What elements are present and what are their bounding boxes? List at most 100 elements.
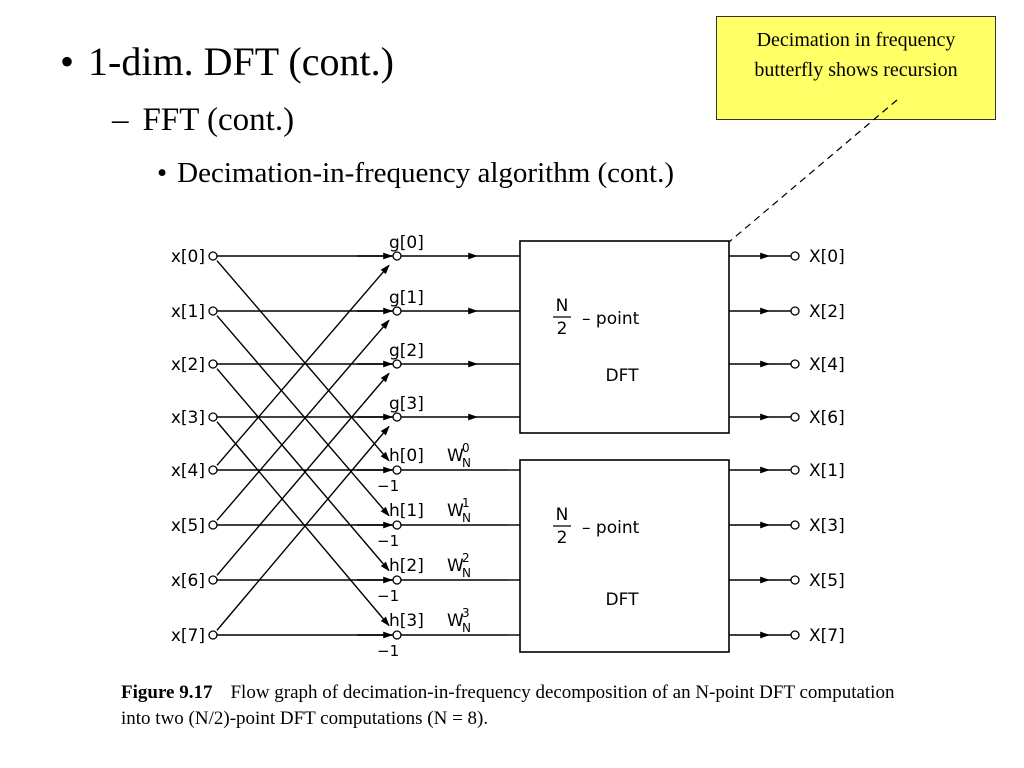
butterfly-node xyxy=(392,520,402,530)
twiddle-base: W xyxy=(447,501,464,521)
twiddle-base: W xyxy=(447,446,464,466)
minus-one-label: −1 xyxy=(377,587,399,605)
g-label: g[3] xyxy=(389,394,424,414)
block-bottom-point: – point xyxy=(582,518,640,538)
output-label-bottom: X[5] xyxy=(809,571,845,591)
callout-line-2: butterfly shows recursion xyxy=(754,59,958,81)
output-node xyxy=(790,520,800,530)
butterfly-cross-line xyxy=(216,264,390,466)
input-node xyxy=(208,630,218,640)
block-top-point: – point xyxy=(582,309,640,329)
input-label: x[7] xyxy=(171,626,205,646)
twiddle-base: W xyxy=(447,611,464,631)
butterfly-cross-line xyxy=(216,421,390,627)
dft-block-bottom-label: N 2 – point DFT xyxy=(553,505,640,610)
butterfly-node xyxy=(392,251,402,261)
input-label: x[1] xyxy=(171,302,205,322)
twiddle-sup: 2 xyxy=(462,551,470,565)
output-label-top: X[0] xyxy=(809,247,845,267)
input-label: x[5] xyxy=(171,516,205,536)
butterfly-node xyxy=(392,575,402,585)
twiddle-sup: 3 xyxy=(462,606,470,620)
twiddle-sub: N xyxy=(462,566,471,580)
flow-labels: x[0] x[1] x[2] x[3] x[4] x[5] x[6] x[7] g[0] h[0]… xyxy=(171,233,845,660)
h-label: h[0] xyxy=(389,446,424,466)
flow-nodes xyxy=(208,251,800,640)
bullet-level1: •1-dim. DFT (cont.) xyxy=(60,38,394,85)
bullet-level3: • Decimation-in-frequency algorithm (cont… xyxy=(157,157,674,190)
block-bottom-numerator: N xyxy=(556,505,569,525)
block-top-denominator: 2 xyxy=(557,319,568,339)
input-label: x[3] xyxy=(171,408,205,428)
output-node xyxy=(790,630,800,640)
minus-one-label: −1 xyxy=(377,477,399,495)
input-node xyxy=(208,359,218,369)
bullet-level2-text: FFT (cont.) xyxy=(142,102,295,138)
butterfly-cross-line xyxy=(216,425,390,631)
output-label-top: X[6] xyxy=(809,408,845,428)
h-label: h[3] xyxy=(389,611,424,631)
dft-block-top xyxy=(519,240,730,434)
h-label: h[2] xyxy=(389,556,424,576)
twiddle-sub: N xyxy=(462,511,471,525)
output-node xyxy=(790,575,800,585)
butterfly-node xyxy=(392,630,402,640)
twiddle-sup: 1 xyxy=(462,496,470,510)
block-bottom-dft: DFT xyxy=(606,590,640,610)
butterfly-cross-line xyxy=(216,315,390,517)
bullet-level3-text: Decimation-in-frequency algorithm (cont.… xyxy=(177,157,674,189)
callout-box: Decimation in frequency butterfly shows … xyxy=(716,16,996,120)
output-label-bottom: X[1] xyxy=(809,461,845,481)
bullet-level1-text: 1-dim. DFT (cont.) xyxy=(88,39,394,84)
block-bottom-denominator: 2 xyxy=(557,528,568,548)
block-top-dft: DFT xyxy=(606,366,640,386)
twiddle-base: W xyxy=(447,556,464,576)
g-label: g[0] xyxy=(389,233,424,253)
input-label: x[6] xyxy=(171,571,205,591)
twiddle-sub: N xyxy=(462,621,471,635)
output-node xyxy=(790,412,800,422)
input-node xyxy=(208,251,218,261)
butterfly-cross-line xyxy=(216,260,390,462)
butterfly-node xyxy=(392,306,402,316)
twiddle-sub: N xyxy=(462,456,471,470)
twiddle-sup: 0 xyxy=(462,441,470,455)
butterfly-node xyxy=(392,359,402,369)
h-label: h[1] xyxy=(389,501,424,521)
minus-one-label: −1 xyxy=(377,642,399,660)
minus-one-label: −1 xyxy=(377,532,399,550)
butterfly-cross-line xyxy=(216,319,390,521)
bullet-level2: –FFT (cont.) xyxy=(112,102,294,139)
flow-lines xyxy=(216,252,791,639)
bullet-dash: – xyxy=(112,102,129,138)
output-label-top: X[2] xyxy=(809,302,845,322)
output-label-top: X[4] xyxy=(809,355,845,375)
output-node xyxy=(790,306,800,316)
input-node xyxy=(208,520,218,530)
block-top-numerator: N xyxy=(556,296,569,316)
bullet-dot-small: • xyxy=(157,157,168,189)
output-label-bottom: X[7] xyxy=(809,626,845,646)
output-label-bottom: X[3] xyxy=(809,516,845,536)
input-node xyxy=(208,465,218,475)
figure-caption-text: Flow graph of decimation-in-frequency de… xyxy=(121,682,895,729)
input-label: x[0] xyxy=(171,247,205,267)
butterfly-node xyxy=(392,412,402,422)
output-node xyxy=(790,465,800,475)
g-label: g[2] xyxy=(389,341,424,361)
output-node xyxy=(790,251,800,261)
input-label: x[2] xyxy=(171,355,205,375)
input-node xyxy=(208,412,218,422)
input-label: x[4] xyxy=(171,461,205,481)
dft-block-top-label: N 2 – point DFT xyxy=(553,296,640,386)
input-node xyxy=(208,306,218,316)
dft-block-bottom xyxy=(519,459,730,653)
figure-label: Figure 9.17 xyxy=(121,682,213,703)
callout-pointer xyxy=(702,99,898,265)
input-node xyxy=(208,575,218,585)
butterfly-cross-line xyxy=(216,372,390,576)
butterfly-node xyxy=(392,465,402,475)
callout-line-1: Decimation in frequency xyxy=(756,29,956,51)
